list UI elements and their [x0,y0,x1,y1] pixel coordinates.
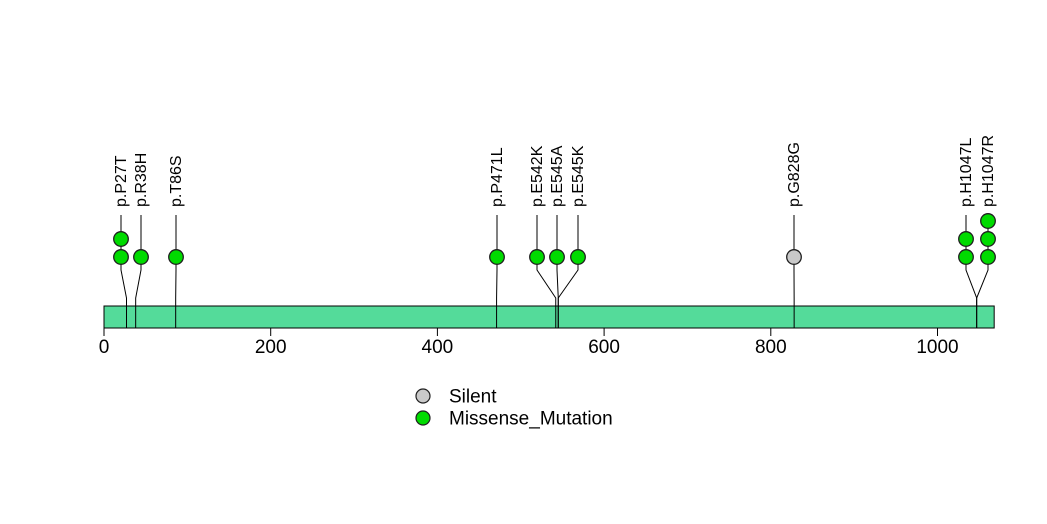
axis-tick-label: 600 [588,337,620,358]
mutation-label: p.E545K [570,145,587,207]
x-axis: 0 200 400 600 800 1000 [99,328,959,358]
mutation-circle [489,249,505,265]
mutation-label: p.R38H [133,153,150,207]
mutation-circle [168,249,184,265]
mutation-label: p.G828G [786,142,803,207]
mutation-label: p.P471L [489,147,506,207]
mutation-circle [980,249,996,265]
legend-swatch-Missense_Mutation [415,410,431,426]
lollipop-stem [536,215,557,328]
lollipop-stem [135,215,142,328]
lollipop-p.P27T: p.P27T [113,155,130,328]
lollipop-p.P471L: p.P471L [489,147,506,328]
mutation-circle [549,249,565,265]
mutation-label: p.T86S [168,155,185,207]
mutation-circle [958,249,974,265]
axis-tick-label: 200 [255,337,287,358]
lollipop-p.R38H: p.R38H [133,153,150,328]
lollipop-p.H1047L: p.H1047L [958,138,978,328]
mutation-circle [529,249,545,265]
axis-tick-label: 1000 [916,337,958,358]
lollipop-p.E542K: p.E542K [529,145,557,328]
legend-label: Silent [449,387,497,408]
mutation-circle [980,213,996,229]
mutation-label: p.H1047R [980,135,997,207]
mutation-label: p.E542K [529,145,546,207]
mutation-circle [786,249,802,265]
lollipop-stem [557,215,579,328]
lollipop-p.E545K: p.E545K [557,145,587,328]
lollipop-p.E545A: p.E545A [549,145,566,328]
mutation-circle [958,231,974,247]
legend-swatch-Silent [415,388,431,404]
mutation-label: p.P27T [113,155,130,207]
axis-tick-label: 400 [422,337,454,358]
mutation-label: p.E545A [549,145,566,207]
mutation-circle [133,249,149,265]
axis-tick-label: 0 [99,337,110,358]
mutation-label: p.H1047L [958,138,975,207]
mutation-circle [570,249,586,265]
mutation-circle [980,231,996,247]
lollipop-p.T86S: p.T86S [168,155,185,328]
protein-backbone [103,305,995,329]
mutation-circle [113,231,129,247]
lollipop-p.G828G: p.G828G [786,142,803,328]
axis-tick-label: 800 [755,337,787,358]
lollipop-p.H1047R: p.H1047R [976,135,997,328]
mutation-circle [113,249,129,265]
legend-label: Missense_Mutation [449,409,613,430]
